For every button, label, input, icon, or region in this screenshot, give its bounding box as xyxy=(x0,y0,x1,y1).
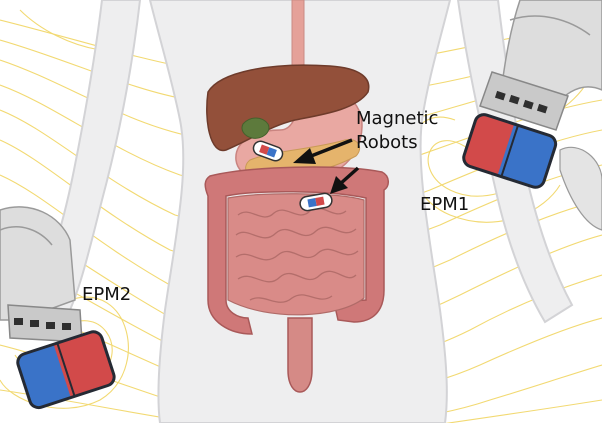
epm2-label: EPM2 xyxy=(82,284,131,305)
epm2-magnet xyxy=(15,329,116,409)
epm1-label: EPM1 xyxy=(420,194,469,215)
gallbladder xyxy=(242,118,269,138)
magnetic-robots-label-line1: Magnetic xyxy=(356,108,438,129)
small-intestine xyxy=(228,194,364,315)
magnetic-robots-label-line2: Robots xyxy=(356,132,418,153)
rectum xyxy=(288,318,312,392)
